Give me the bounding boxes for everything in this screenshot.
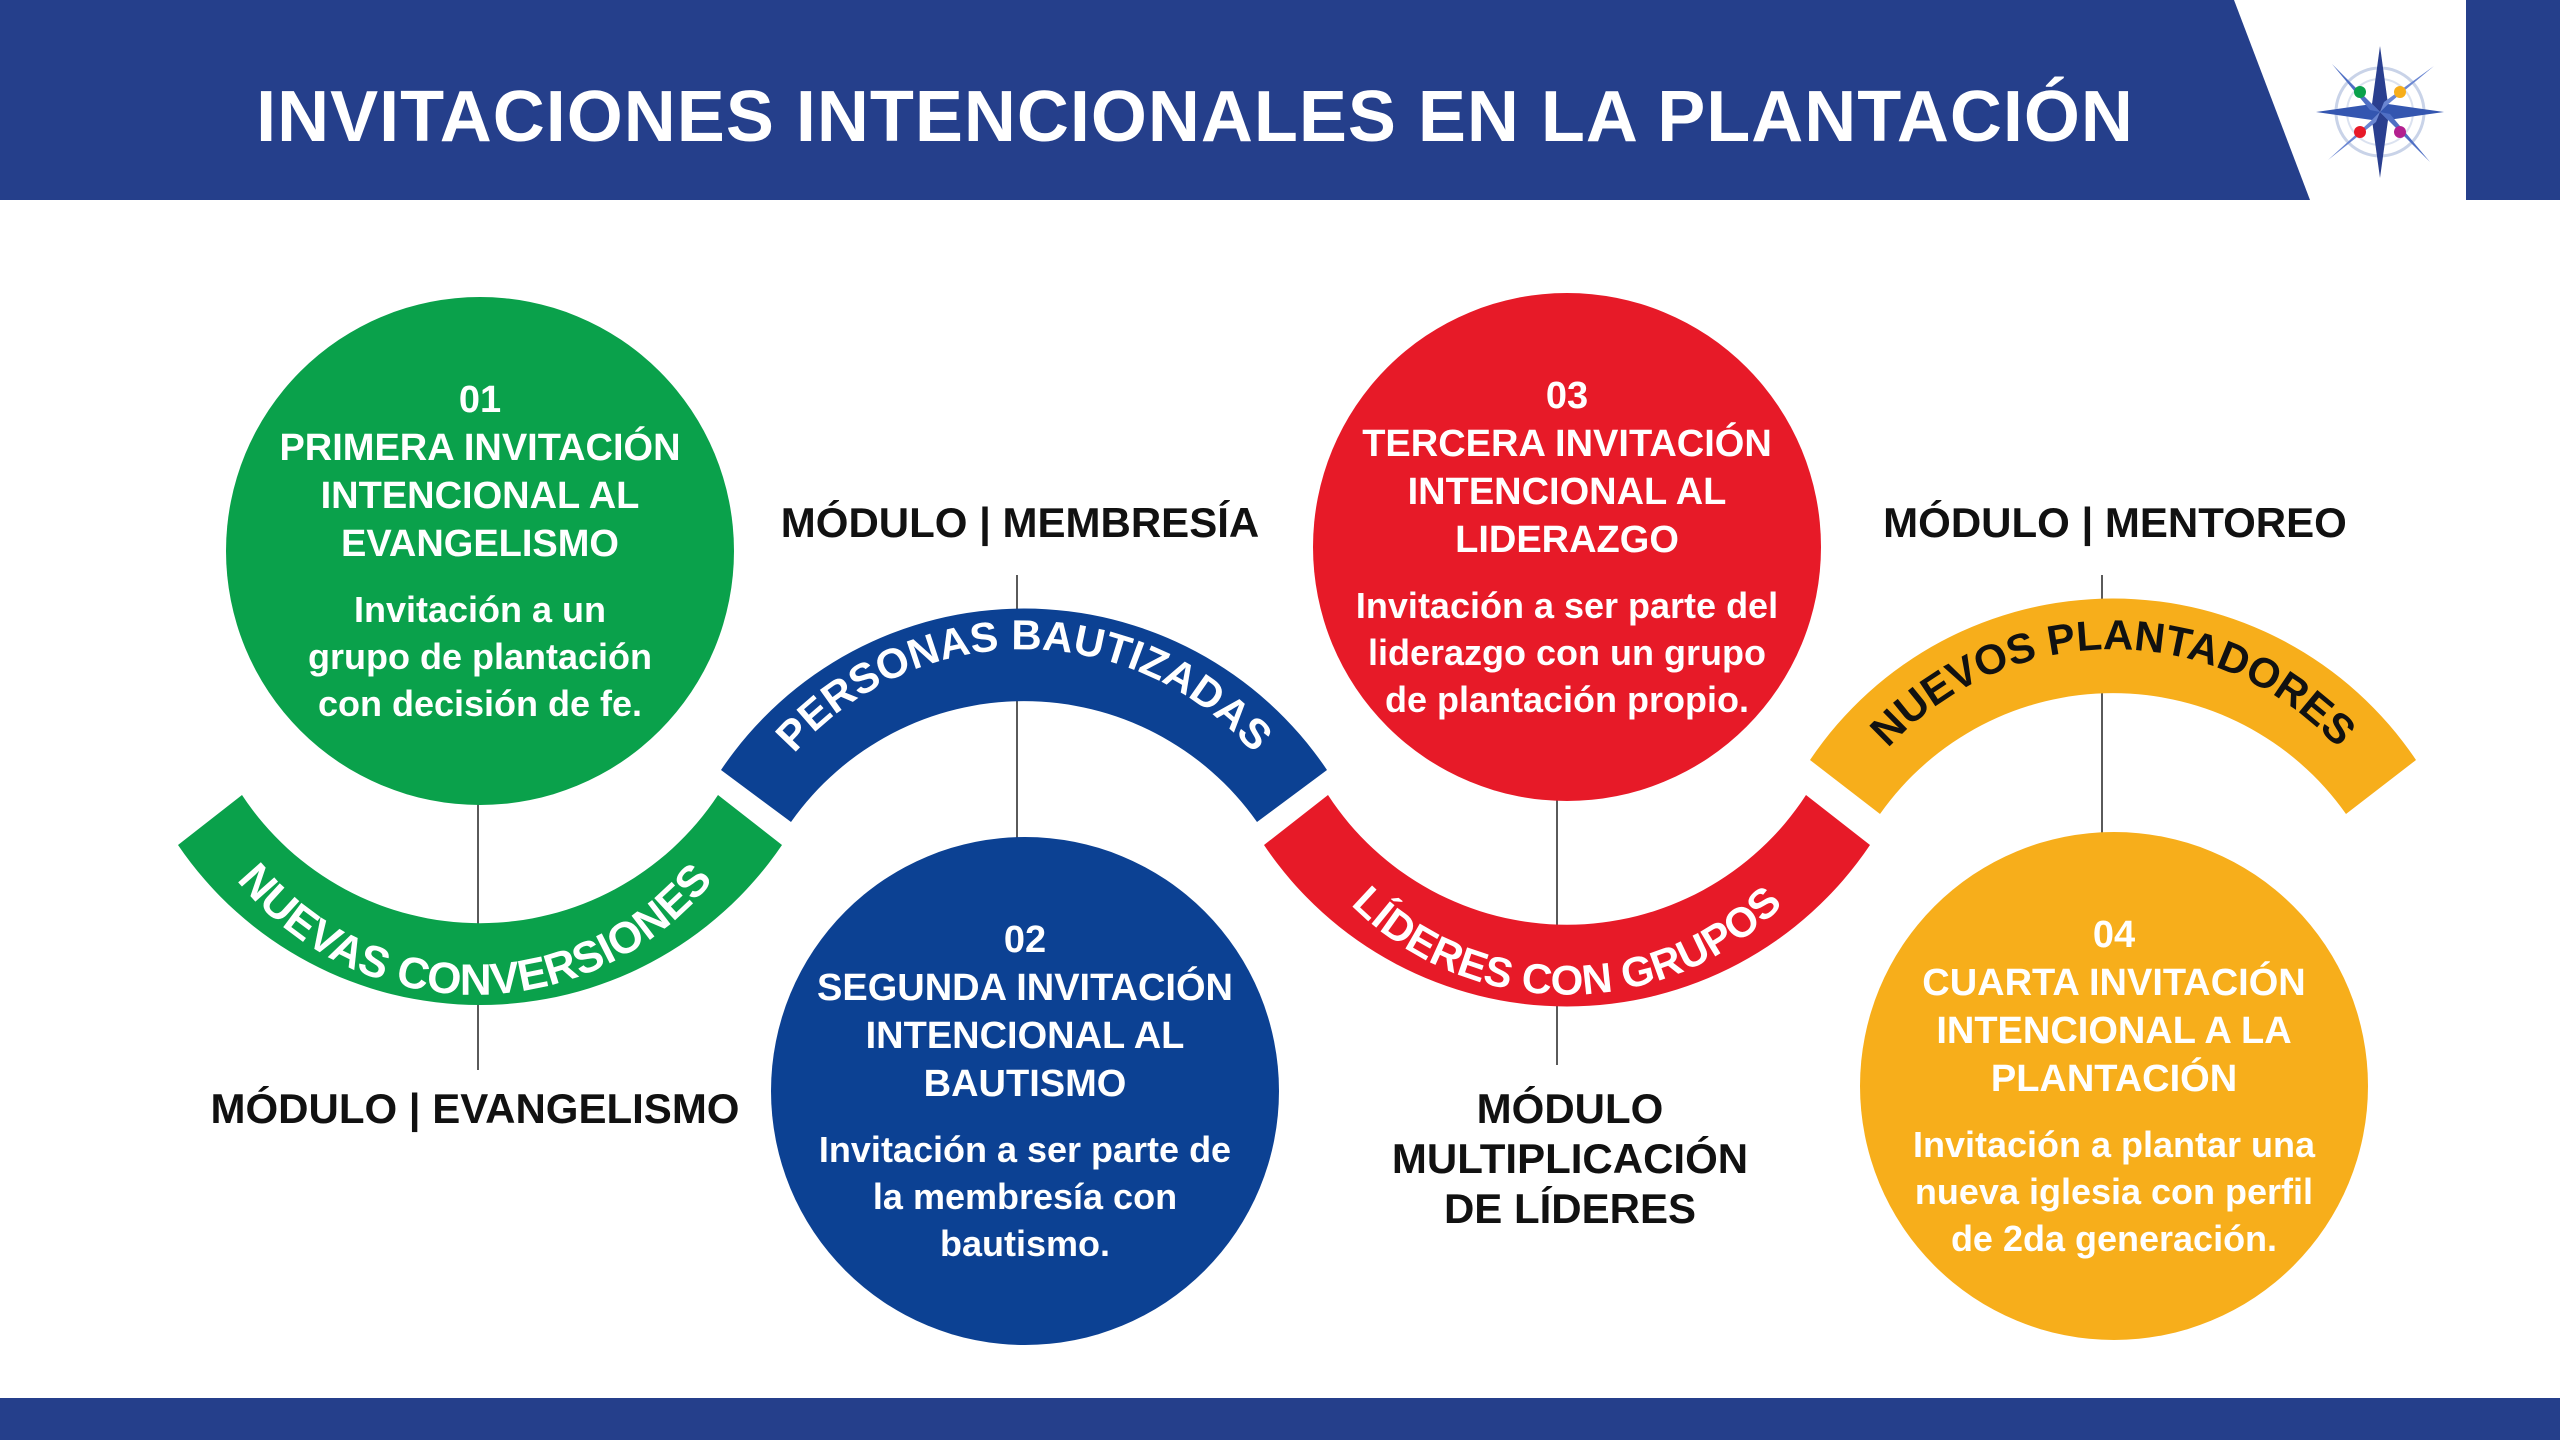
stage-circle-01: 01 PRIMERA INVITACIÓN INTENCIONAL AL EVA… — [226, 297, 734, 805]
stage-number: 03 — [1545, 374, 1589, 417]
stage-description: Invitación a un grupo de plantación con … — [307, 588, 652, 724]
arc-band-nuevos-plantadores — [1810, 598, 2416, 814]
arc-band-lideres-con-grupos — [1264, 795, 1870, 1007]
compass-star-icon — [2316, 46, 2444, 178]
module-label-multiplicacion: MÓDULO MULTIPLICACIÓN DE LÍDERES — [1391, 1085, 1749, 1232]
stage-title: TERCERA INVITACIÓN INTENCIONAL AL LIDERA… — [1362, 422, 1772, 561]
stage-circle-04: 04 CUARTA INVITACIÓN INTENCIONAL A LA PL… — [1860, 832, 2368, 1340]
stage-circle-02: 02 SEGUNDA INVITACIÓN INTENCIONAL AL BAU… — [771, 837, 1279, 1345]
stage-circle-03: 03 TERCERA INVITACIÓN INTENCIONAL AL LID… — [1313, 293, 1821, 801]
stage-description: Invitación a plantar una nueva iglesia c… — [1912, 1123, 2316, 1259]
module-label-mentoreo: MÓDULO | MENTOREO — [1883, 499, 2347, 546]
stage-title: SEGUNDA INVITACIÓN INTENCIONAL AL BAUTIS… — [817, 966, 1233, 1105]
arc-band-nuevas-conversiones — [178, 795, 782, 1006]
stage-number: 04 — [2092, 913, 2136, 956]
stage-title: PRIMERA INVITACIÓN INTENCIONAL AL EVANGE… — [279, 426, 681, 565]
stage-number: 02 — [1003, 918, 1047, 961]
stage-number: 01 — [458, 378, 502, 421]
page-title: INVITACIONES INTENCIONALES EN LA PLANTAC… — [256, 77, 2134, 157]
arc-band-personas-bautizadas — [721, 608, 1327, 822]
module-label-evangelismo: MÓDULO | EVANGELISMO — [210, 1085, 740, 1132]
stage-description: Invitación a ser parte del liderazgo con… — [1355, 584, 1779, 720]
header-right-block — [2466, 0, 2560, 200]
header-band — [0, 0, 2310, 200]
footer-band — [0, 1398, 2560, 1440]
module-label-membresia: MÓDULO | MEMBRESÍA — [780, 499, 1260, 546]
stage-title: CUARTA INVITACIÓN INTENCIONAL A LA PLANT… — [1922, 961, 2306, 1100]
stage-description: Invitación a ser parte de la membresía c… — [818, 1128, 1232, 1264]
